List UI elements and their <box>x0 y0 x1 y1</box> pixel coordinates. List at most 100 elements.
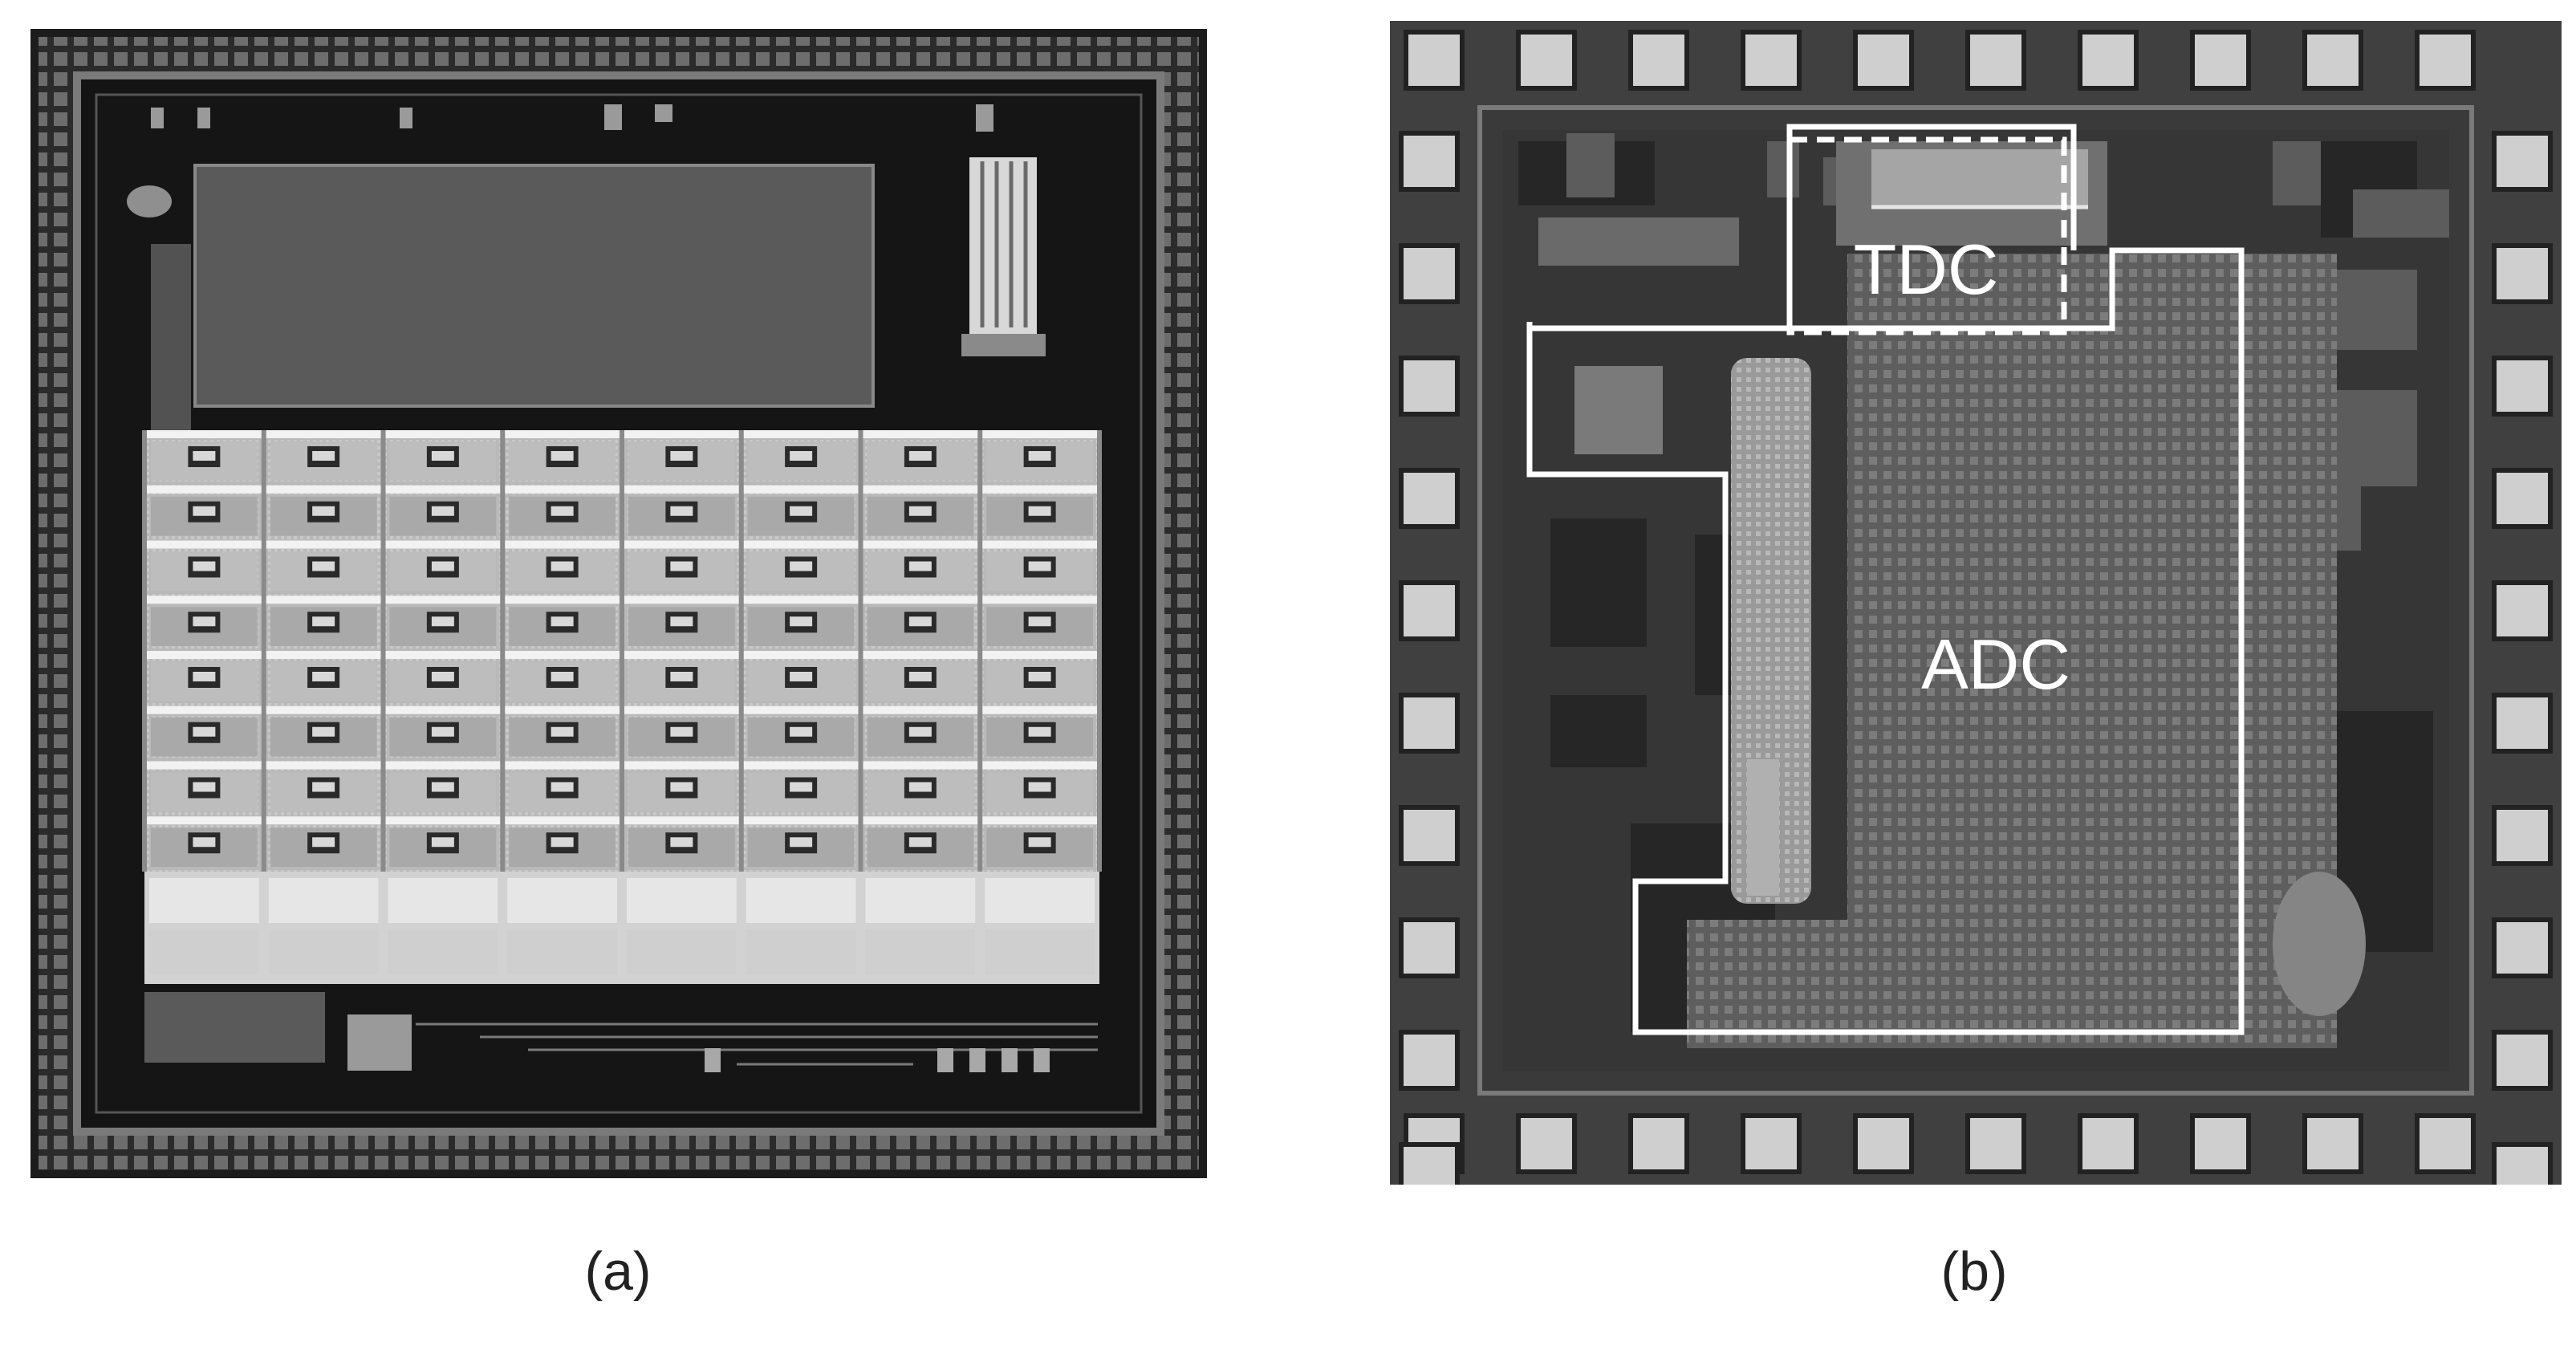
bond-pad <box>1399 356 1460 417</box>
array-cell-feature-highlight <box>551 561 574 571</box>
chip-b-image: TDC ADC <box>1390 21 2562 1185</box>
array-cell-feature-highlight <box>670 672 693 681</box>
bond-pad <box>2078 30 2139 91</box>
array-cell-feature-highlight <box>312 837 335 848</box>
array-cell-feature-highlight <box>193 506 216 516</box>
bond-pad <box>1628 1113 1689 1174</box>
array-cell-feature-highlight <box>312 616 335 627</box>
bond-pad <box>2190 30 2251 91</box>
array-cell-feature-highlight <box>551 672 574 681</box>
array-column-divider <box>977 430 983 872</box>
bond-pad-ring <box>1399 30 2553 1185</box>
array-column-divider <box>858 430 863 872</box>
bond-pad <box>2302 30 2363 91</box>
array-cell-feature-highlight <box>670 837 693 848</box>
array-cell-feature-highlight <box>551 837 574 848</box>
bond-pad <box>1404 30 1465 91</box>
array-cell-feature-highlight <box>908 561 932 571</box>
bottom-cell-lower <box>149 929 259 974</box>
array-cell-feature-highlight <box>431 561 454 571</box>
bond-pad <box>2492 131 2553 192</box>
bottom-cell-upper <box>388 878 498 923</box>
bottom-cell-upper <box>985 878 1095 923</box>
array-cell-feature-highlight <box>908 451 932 461</box>
bond-pad <box>1399 1030 1460 1091</box>
bond-pad <box>1628 30 1689 91</box>
array-cell-feature-highlight <box>1028 616 1051 627</box>
array-cell-feature-highlight <box>1028 782 1051 792</box>
bond-pad <box>1399 131 1460 192</box>
array-cell-feature-highlight <box>193 672 216 681</box>
array-cell-feature-highlight <box>790 782 813 792</box>
bond-pad <box>1965 1113 2026 1174</box>
bond-pad <box>1516 30 1577 91</box>
bottom-cell-upper <box>627 878 737 923</box>
array-cell-feature-highlight <box>790 451 813 461</box>
array-cell-feature-highlight <box>431 837 454 848</box>
array-cell-feature-highlight <box>193 782 216 792</box>
bottom-cell-lower <box>268 929 379 974</box>
bond-pad <box>2492 468 2553 529</box>
array-cell-feature-highlight <box>790 506 813 516</box>
bond-pad <box>2492 917 2553 978</box>
chip-micrograph-b: TDC ADC <box>1390 21 2562 1185</box>
array-cell-feature-highlight <box>908 672 932 681</box>
array-cell-feature-highlight <box>551 506 574 516</box>
bottom-cell-upper <box>746 878 856 923</box>
array-cell-feature-highlight <box>312 782 335 792</box>
array-cell-feature-highlight <box>551 782 574 792</box>
array-cell-feature-highlight <box>551 726 574 737</box>
array-cell-feature-highlight <box>790 672 813 681</box>
array-cell-feature-highlight <box>790 726 813 737</box>
bottom-cell-lower <box>746 929 856 974</box>
chip-a-image <box>30 29 1207 1178</box>
bottom-cell-lower <box>507 929 617 974</box>
array-cell-feature-highlight <box>908 506 932 516</box>
adc-region-outline <box>1526 247 2245 1035</box>
bond-pad <box>1853 30 1914 91</box>
array-cell-feature-highlight <box>551 616 574 627</box>
bond-pad <box>2415 1113 2476 1174</box>
tdc-region-outer-outline <box>1786 124 2077 322</box>
bond-pad <box>1853 1113 1914 1174</box>
array-cell-feature-highlight <box>431 506 454 516</box>
bond-pad <box>1965 30 2026 91</box>
bond-pad <box>1399 580 1460 641</box>
array-cell-feature-highlight <box>790 561 813 571</box>
array-column-divider <box>738 430 744 872</box>
array-cell-feature-highlight <box>670 782 693 792</box>
bond-pad <box>2492 580 2553 641</box>
array-cell-feature-highlight <box>790 837 813 848</box>
bond-pad <box>2190 1113 2251 1174</box>
tdc-region-outline <box>1786 136 2067 335</box>
bond-pad <box>2492 356 2553 417</box>
array-column-divider <box>142 430 147 872</box>
bond-pad <box>1399 693 1460 754</box>
array-cell-feature-highlight <box>1028 451 1051 461</box>
array-cell-feature-highlight <box>670 451 693 461</box>
chip-micrograph-a <box>30 29 1207 1178</box>
bottom-cell-lower <box>985 929 1095 974</box>
bond-pad <box>1741 30 1802 91</box>
array-cell-feature-highlight <box>312 451 335 461</box>
bond-pad <box>2492 1030 2553 1091</box>
bottom-cell-row <box>149 878 1095 974</box>
bottom-cell-lower <box>388 929 498 974</box>
array-cell-feature-highlight <box>431 726 454 737</box>
array-cell-feature-highlight <box>431 451 454 461</box>
bond-pad <box>1741 1113 1802 1174</box>
bond-pad <box>1399 917 1460 978</box>
array-cell-feature-highlight <box>312 561 335 571</box>
array-cell-feature-highlight <box>193 837 216 848</box>
bond-pad <box>2492 693 2553 754</box>
array-cell-feature-highlight <box>908 726 932 737</box>
bottom-cell-upper <box>507 878 617 923</box>
bond-pad <box>2492 1142 2553 1185</box>
array-cell-feature-highlight <box>670 726 693 737</box>
array-cell-feature-highlight <box>312 506 335 516</box>
array-cell-feature-highlight <box>431 616 454 627</box>
bottom-cell-upper <box>865 878 976 923</box>
bond-pad <box>2492 243 2553 304</box>
array-cell-feature-highlight <box>193 726 216 737</box>
array-cell-feature-highlight <box>908 782 932 792</box>
